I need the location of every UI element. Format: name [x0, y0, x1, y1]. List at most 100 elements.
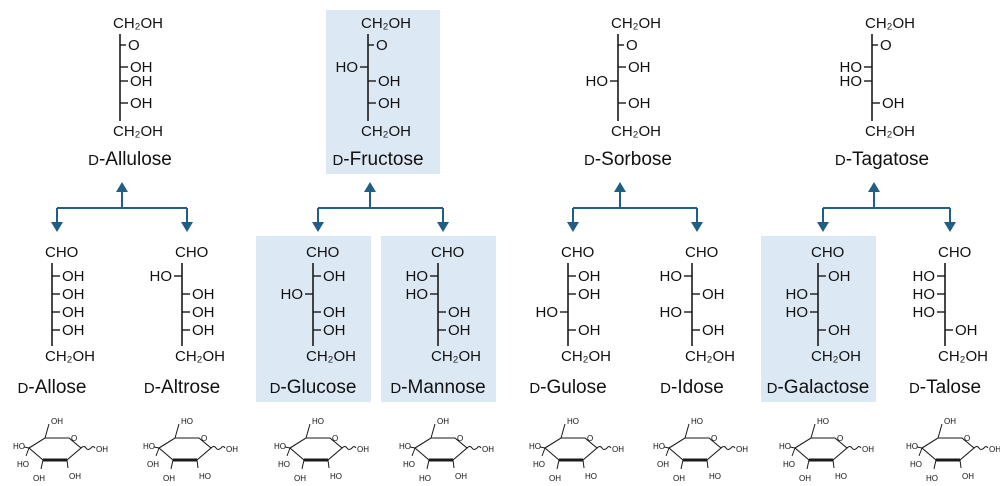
ch2-bond: [560, 423, 566, 439]
substituent-bond: [582, 459, 585, 469]
anomeric-bond: [466, 446, 482, 450]
anomeric-oh-label: OH: [357, 445, 369, 454]
substituent-bond: [791, 447, 796, 457]
oh-label: OH: [378, 73, 401, 90]
top-carbon-label: CHO: [45, 244, 78, 261]
ch2-oh-label: HO: [312, 417, 324, 426]
top-carbon-label: CHO: [175, 244, 208, 261]
sugar-name-allose: D-Allose: [18, 377, 87, 398]
sugar-name-tagatose: D-Tagatose: [835, 149, 929, 170]
oh-label: OH: [130, 59, 153, 76]
substituent-label: HO: [17, 460, 29, 469]
ch2-bond: [430, 423, 436, 439]
bottom-carbon-label: CH₂OH: [611, 123, 661, 140]
ch2-oh-label: HO: [181, 417, 193, 426]
substituent-bond: [66, 459, 69, 469]
ch2-bond: [684, 423, 690, 439]
ho-label: HO: [660, 304, 683, 321]
substituent-bond: [301, 459, 305, 470]
anomeric-oh-label: OH: [96, 445, 108, 454]
substituent-bond: [409, 446, 416, 449]
arrowhead: [614, 182, 626, 192]
ho-label: HO: [840, 59, 863, 76]
keto-oxygen: O: [128, 37, 140, 54]
ring-oxygen: O: [711, 434, 717, 443]
ch2-bond: [44, 423, 50, 439]
substituent-label: HO: [13, 442, 25, 451]
substituent-bond: [284, 446, 291, 449]
ch2-oh-label: OH: [437, 417, 449, 426]
substituent-bond: [539, 446, 546, 449]
ho-label: HO: [586, 73, 609, 90]
substituent-bond: [286, 447, 291, 457]
ch2-oh-label: OH: [944, 417, 956, 426]
substituent-bond: [918, 447, 923, 457]
substituent-bond: [663, 446, 670, 449]
oh-label: OH: [62, 322, 85, 339]
ring-oxygen: O: [457, 434, 463, 443]
sugar-name-mannose: D-Mannose: [390, 377, 485, 398]
anomeric-bond: [341, 446, 357, 450]
oh-label: OH: [323, 322, 346, 339]
substituent-label: OH: [455, 472, 467, 481]
ch2-oh-label: HO: [691, 417, 703, 426]
oh-label: OH: [323, 268, 346, 285]
top-carbon-label: CH₂OH: [865, 15, 915, 32]
arrowhead: [691, 222, 703, 232]
oh-label: OH: [192, 286, 215, 303]
anomeric-oh-label: OH: [736, 445, 748, 454]
ho-label: HO: [913, 304, 936, 321]
ho-label: HO: [406, 286, 429, 303]
branch-arrows-sorbose: [567, 182, 703, 232]
substituent-bond: [933, 459, 937, 470]
oh-label: OH: [378, 95, 401, 112]
substituent-label: HO: [399, 442, 411, 451]
arrowhead: [312, 222, 324, 232]
sugar-name-glucose: D-Glucose: [270, 377, 357, 398]
ho-label: HO: [281, 286, 304, 303]
ring-oxygen: O: [332, 434, 338, 443]
keto-oxygen: O: [626, 37, 638, 54]
substituent-label: HO: [403, 460, 415, 469]
substituent-bond: [916, 446, 923, 449]
substituent-bond: [411, 447, 416, 457]
arrowhead: [817, 222, 829, 232]
substituent-bond: [541, 447, 546, 457]
arrowhead: [364, 182, 376, 192]
substituent-label: OH: [673, 474, 685, 483]
sugar-name-altrose: D-Altrose: [144, 377, 220, 398]
bottom-carbon-label: CH₂OH: [685, 348, 735, 365]
oh-label: OH: [628, 95, 651, 112]
top-carbon-label: CHO: [306, 244, 339, 261]
substituent-bond: [556, 459, 560, 470]
oh-label: OH: [130, 73, 153, 90]
ch2-bond: [174, 423, 180, 439]
substituent-bond: [155, 447, 160, 457]
substituent-label: HO: [274, 442, 286, 451]
substituent-label: HO: [835, 472, 847, 481]
bottom-carbon-label: CH₂OH: [175, 348, 225, 365]
oh-label: OH: [882, 95, 905, 112]
ring-oxygen: O: [201, 434, 207, 443]
bottom-carbon-label: CH₂OH: [361, 123, 411, 140]
anomeric-oh-label: OH: [226, 445, 238, 454]
substituent-label: HO: [419, 474, 431, 483]
top-carbon-label: CH₂OH: [361, 15, 411, 32]
keto-oxygen: O: [880, 37, 892, 54]
